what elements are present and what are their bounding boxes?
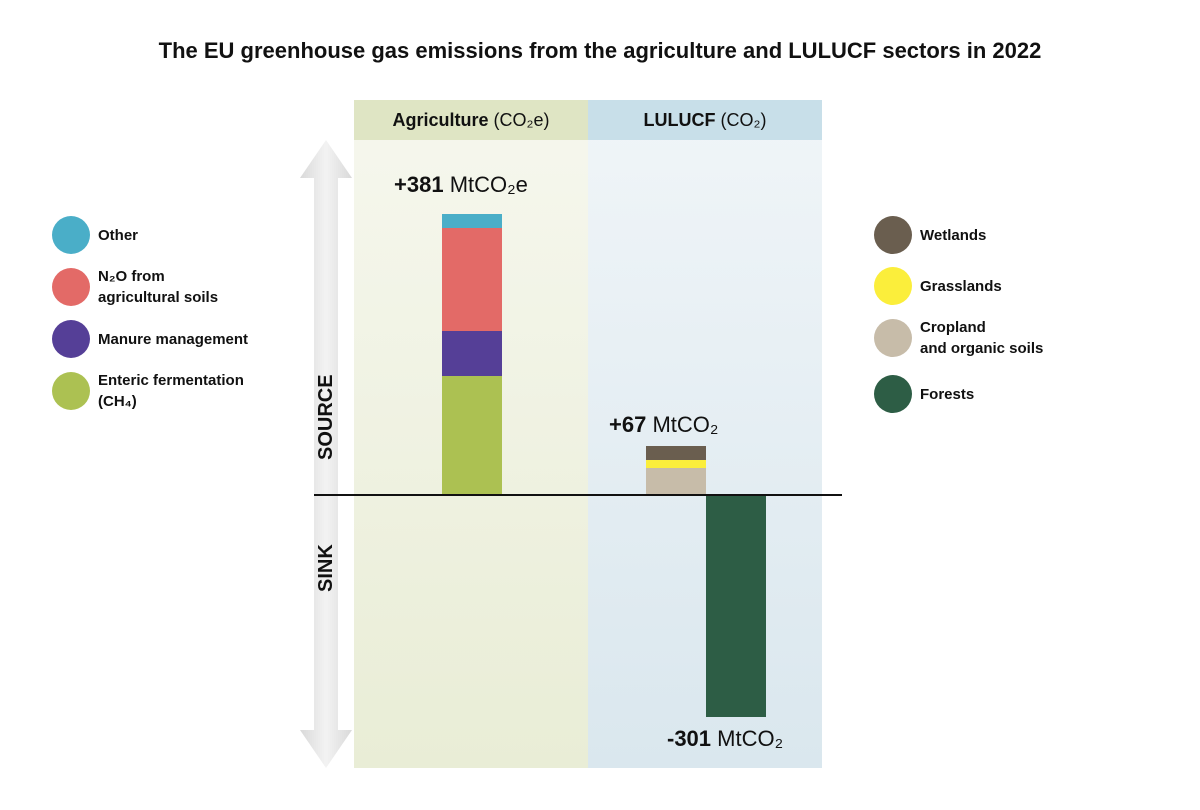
legend-label: Manure management <box>98 330 249 348</box>
bar-cropland-and-organic-soils <box>646 468 706 495</box>
source-label: SOURCE <box>315 374 337 460</box>
agriculture-total-label: +381 MtCO₂e <box>394 172 528 197</box>
legend-label: Enteric fermentation(CH₄) <box>98 372 244 410</box>
legend-swatch <box>874 216 912 254</box>
legend-swatch <box>52 216 90 254</box>
legend-label: Wetlands <box>920 226 987 244</box>
source-sink-arrow <box>300 140 352 768</box>
legend-swatch <box>52 320 90 358</box>
zero-line <box>314 494 842 496</box>
lulucf-header: LULUCF (CO₂) <box>588 100 822 140</box>
agriculture-header: Agriculture (CO₂e) <box>354 100 588 140</box>
forests-sink-total-label: -301 MtCO₂ <box>667 726 784 751</box>
legend-item: Manure management <box>52 320 248 358</box>
legend-swatch <box>874 375 912 413</box>
legend-swatch <box>52 268 90 306</box>
legend-swatch <box>52 372 90 410</box>
bar-grasslands <box>646 459 706 469</box>
legend-swatch <box>874 267 912 305</box>
bar-other <box>442 214 502 228</box>
legend-swatch <box>874 319 912 357</box>
legend-item: Grasslands <box>874 267 1002 305</box>
bar-n-o-from-agricultural-soils <box>442 228 502 332</box>
lulucf-column: LULUCF (CO₂) <box>588 100 822 768</box>
legend-item: Other <box>52 216 138 254</box>
bar-wetlands <box>646 445 706 460</box>
chart-title: The EU greenhouse gas emissions from the… <box>158 38 1042 63</box>
legend-item: Forests <box>874 375 974 413</box>
legend-item: Enteric fermentation(CH₄) <box>52 370 244 412</box>
legend-label: Forests <box>920 385 975 403</box>
bar-enteric-fermentation-ch <box>442 376 502 495</box>
legend-label: Other <box>98 226 139 244</box>
legend-item: Wetlands <box>874 216 986 254</box>
bar-manure-management <box>442 331 502 377</box>
lulucf-source-total-label: +67 MtCO₂ <box>609 412 719 437</box>
sink-label: SINK <box>315 544 337 592</box>
bar-forests <box>706 495 766 717</box>
legend-label: Grasslands <box>920 277 1002 295</box>
